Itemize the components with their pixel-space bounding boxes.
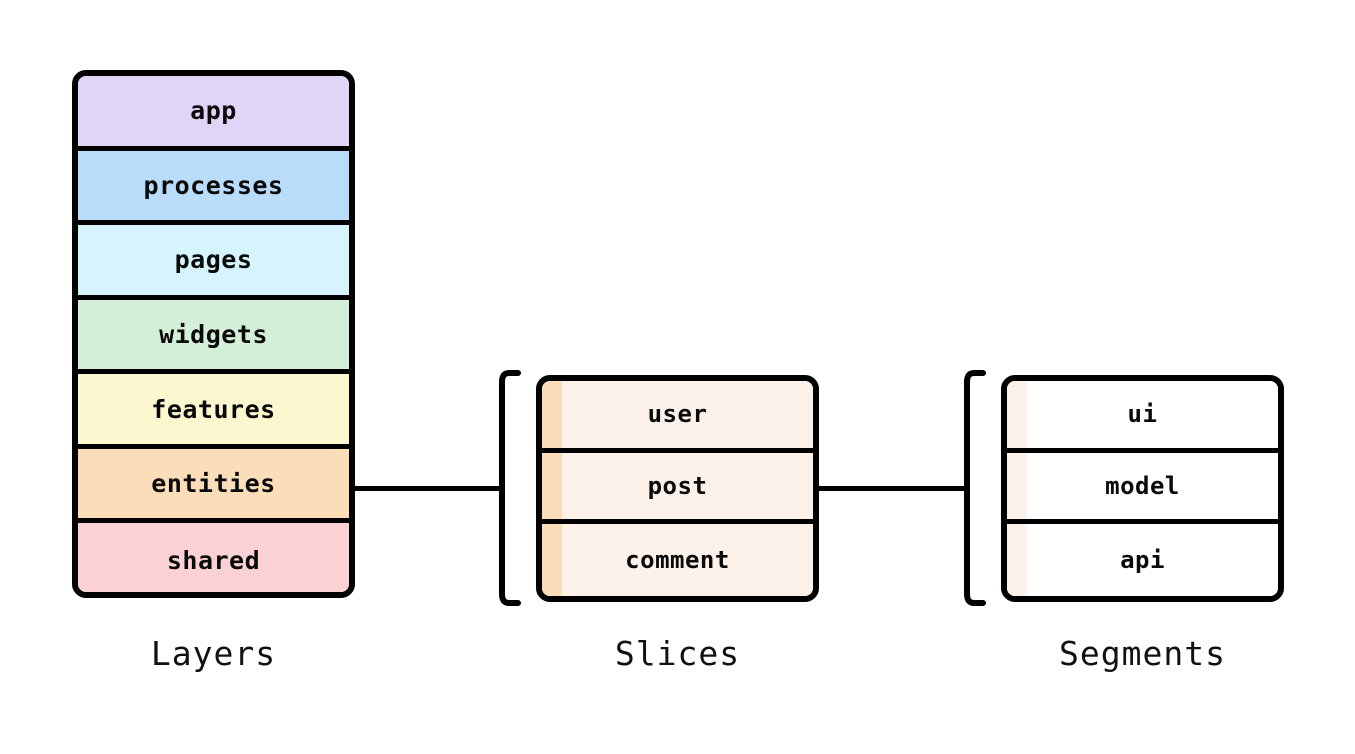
segment-stripe-api bbox=[1007, 524, 1027, 596]
layer-row-entities[interactable]: entities bbox=[78, 448, 349, 524]
connector-slices-to-segments bbox=[818, 486, 967, 491]
connector-layers-to-slices bbox=[354, 486, 502, 491]
layers-stack: app processes pages widgets features ent… bbox=[72, 70, 355, 598]
layer-row-processes[interactable]: processes bbox=[78, 150, 349, 226]
slice-stripe-user bbox=[542, 381, 562, 448]
layer-label-shared: shared bbox=[166, 546, 261, 576]
caption-slices: Slices bbox=[614, 634, 741, 673]
slice-stripe-post bbox=[542, 452, 562, 520]
caption-layers: Layers bbox=[150, 634, 277, 673]
slice-label-comment: comment bbox=[625, 546, 730, 575]
layer-label-entities: entities bbox=[151, 469, 276, 499]
slice-row-post[interactable]: post bbox=[542, 452, 813, 525]
segment-row-api[interactable]: api bbox=[1007, 524, 1278, 596]
layer-label-pages: pages bbox=[174, 245, 253, 275]
segment-row-ui[interactable]: ui bbox=[1007, 381, 1278, 453]
layer-label-features: features bbox=[151, 394, 276, 424]
slice-row-comment[interactable]: comment bbox=[542, 524, 813, 596]
slice-row-user[interactable]: user bbox=[542, 381, 813, 453]
segments-bracket-icon bbox=[961, 369, 987, 607]
segments-stack: ui model api bbox=[1001, 375, 1284, 602]
slice-label-post: post bbox=[647, 471, 708, 500]
segment-label-model: model bbox=[1105, 471, 1180, 500]
layer-row-app[interactable]: app bbox=[78, 76, 349, 151]
segment-stripe-ui bbox=[1007, 381, 1027, 448]
segment-label-api: api bbox=[1120, 546, 1165, 575]
slices-bracket-icon bbox=[496, 369, 522, 607]
slices-stack: user post comment bbox=[536, 375, 819, 602]
layer-row-shared[interactable]: shared bbox=[78, 523, 349, 592]
segment-row-model[interactable]: model bbox=[1007, 452, 1278, 525]
layer-row-pages[interactable]: pages bbox=[78, 225, 349, 300]
layer-label-processes: processes bbox=[143, 170, 284, 200]
layer-row-features[interactable]: features bbox=[78, 374, 349, 449]
slice-stripe-comment bbox=[542, 524, 562, 596]
slice-label-user: user bbox=[647, 400, 708, 429]
segment-stripe-model bbox=[1007, 452, 1027, 520]
caption-segments: Segments bbox=[1059, 634, 1226, 673]
layer-label-app: app bbox=[190, 96, 237, 126]
segment-label-ui: ui bbox=[1127, 400, 1158, 429]
layer-row-widgets[interactable]: widgets bbox=[78, 299, 349, 375]
layer-label-widgets: widgets bbox=[159, 319, 268, 349]
